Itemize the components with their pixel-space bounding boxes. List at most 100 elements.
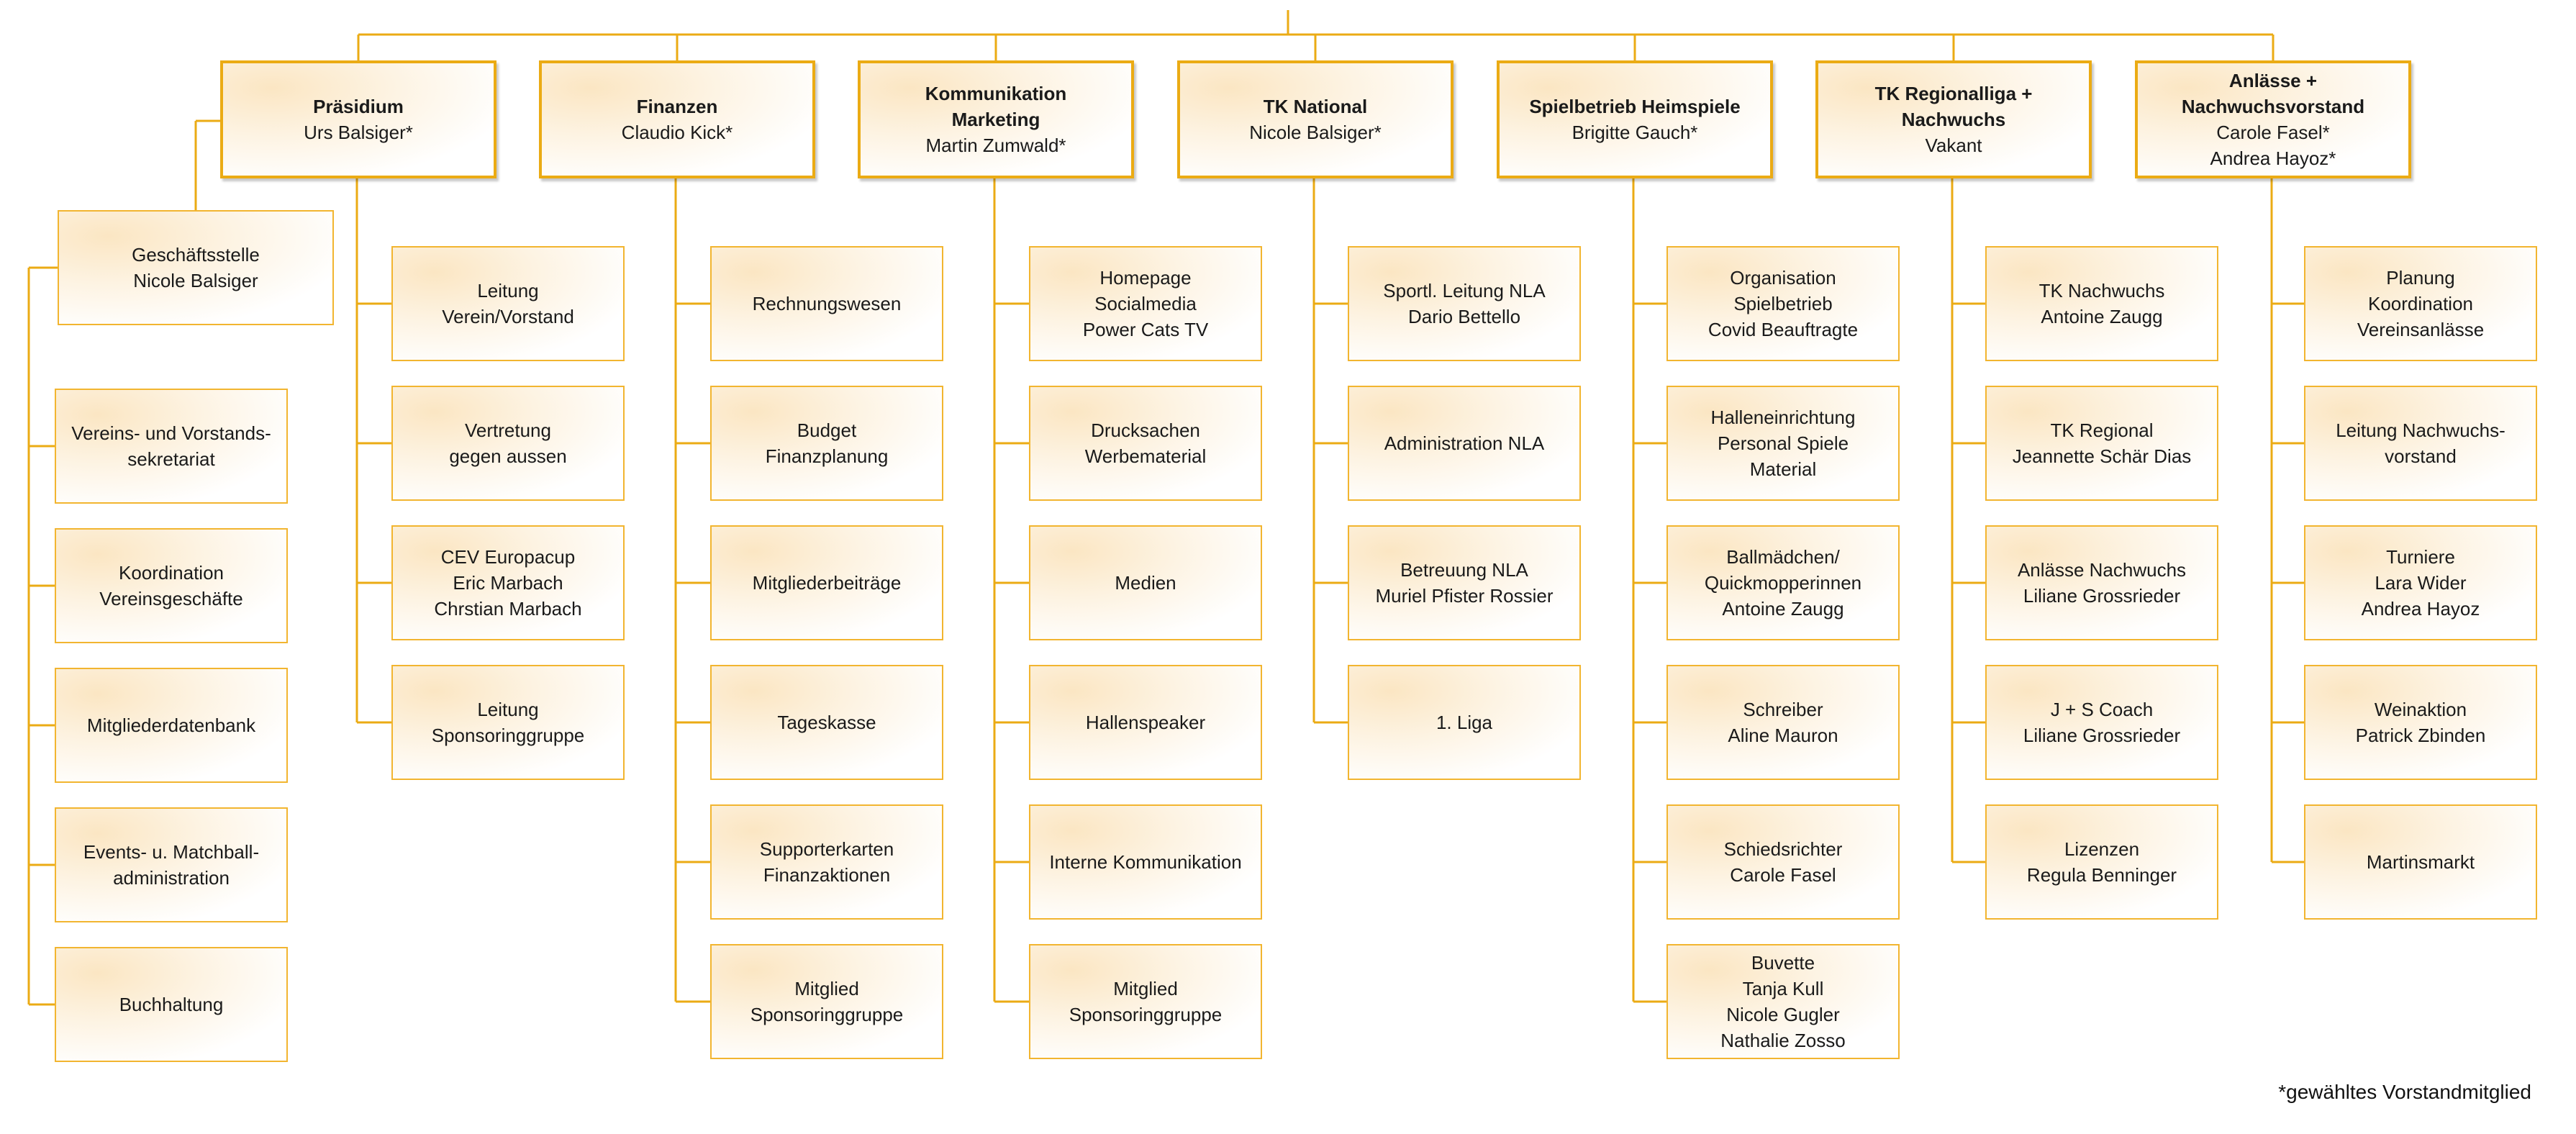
box-title: Marketing [951,109,1040,130]
box-text: CEV Europacup [440,546,576,568]
unit-box: Leitung Nachwuchs-vorstand [2304,386,2537,501]
box-text: Betreuung NLA [1400,559,1528,581]
box-text: Liliane Grossrieder [2023,585,2181,607]
box-text: Liliane Grossrieder [2023,725,2181,746]
assistant-child-box: Events- u. Matchball-administration [55,807,288,922]
box-text: Lizenzen [2064,838,2140,860]
box-title: Nachwuchs [1901,109,2006,130]
assistant-child-box: Buchhaltung [55,947,288,1062]
box-text: Mitgliederbeiträge [752,572,902,594]
unit-box: Hallenspeaker [1029,665,1262,780]
box-text: Leitung Nachwuchs- [2336,419,2505,441]
box-text: 1. Liga [1436,712,1493,733]
unit-box: Betreuung NLA Muriel Pfister Rossier [1348,525,1581,640]
box-text: Nathalie Zosso [1720,1030,1846,1051]
unit-box: Administration NLA [1348,386,1581,501]
unit-box: Tageskasse [710,665,943,780]
box-text: Jeannette Schär Dias [2012,445,2192,467]
box-text: Halleneinrichtung [1710,407,1856,428]
box-text: Planung [2386,267,2455,289]
box-text: Homepage [1099,267,1192,289]
box-text: Buvette [1751,952,1815,974]
box-text: Leitung [477,699,539,720]
box-title: TK Regionalliga + [1874,83,2033,104]
box-text: Events- u. Matchball- [83,841,260,863]
box-text: Administration NLA [1384,432,1545,454]
box-title: Finanzen [636,96,718,117]
box-title: Spielbetrieb Heimspiele [1529,96,1741,117]
box-text: TK Regional [2050,419,2154,441]
box-text: Supporterkarten [759,838,894,860]
box-text: Nicole Balsiger [133,270,258,291]
unit-box: Vertretung gegen aussen [391,386,625,501]
box-text: Schreiber [1743,699,1823,720]
box-text: J + S Coach [2050,699,2154,720]
unit-box: Medien [1029,525,1262,640]
box-title: TK National [1263,96,1368,117]
box-title: Präsidium [313,96,404,117]
box-text: Geschäftsstelle [132,244,260,266]
box-text: Nicole Gugler [1726,1004,1840,1025]
box-text: Andrea Hayoz* [2210,148,2336,169]
box-text: Martinsmarkt [2366,851,2475,873]
box-text: Patrick Zbinden [2355,725,2486,746]
box-text: Aline Mauron [1728,725,1838,746]
unit-box: Mitgliederbeiträge [710,525,943,640]
box-text: Covid Beauftragte [1707,319,1859,340]
box-text: Material [1749,458,1817,480]
box-text: Rechnungswesen [752,293,902,314]
box-text: Antoine Zaugg [2041,306,2163,327]
box-text: Sponsoringgruppe [750,1004,904,1025]
box-text: Vereinsgeschäfte [99,588,243,609]
box-text: Weinaktion [2374,699,2467,720]
box-text: Vereinsanlässe [2357,319,2485,340]
unit-box: 1. Liga [1348,665,1581,780]
box-text: Andrea Hayoz [2361,598,2480,620]
assistant-child-box: Mitgliederdatenbank [55,668,288,783]
box-text: Hallenspeaker [1085,712,1206,733]
box-text: Drucksachen [1091,419,1200,441]
box-text: Nicole Balsiger* [1249,122,1382,143]
box-text: Regula Benninger [2026,864,2177,886]
box-text: Buchhaltung [119,994,224,1015]
box-text: Muriel Pfister Rossier [1375,585,1554,607]
box-text: TK Nachwuchs [2038,280,2165,301]
footnote: *gewähltes Vorstandmitglied [2278,1081,2531,1103]
box-text: vorstand [2385,445,2457,467]
box-text: Chrstian Marbach [434,598,582,620]
box-text: Socialmedia [1094,293,1197,314]
box-text: Urs Balsiger* [304,122,413,143]
box-text: Brigitte Gauch* [1572,122,1698,143]
box-text: Ballmädchen/ [1726,546,1840,568]
box-text: Verein/Vorstand [442,306,574,327]
box-text: Mitglied [1113,978,1178,999]
box-title: Kommunikation [925,83,1067,104]
unit-box: Interne Kommunikation [1029,804,1262,920]
box-text: Carole Fasel* [2216,122,2330,143]
box-text: Finanzplanung [765,445,889,467]
box-text: Vertretung [465,419,551,441]
box-text: Medien [1115,572,1176,594]
box-text: administration [113,867,230,889]
box-text: Organisation [1730,267,1836,289]
box-text: gegen aussen [449,445,567,467]
